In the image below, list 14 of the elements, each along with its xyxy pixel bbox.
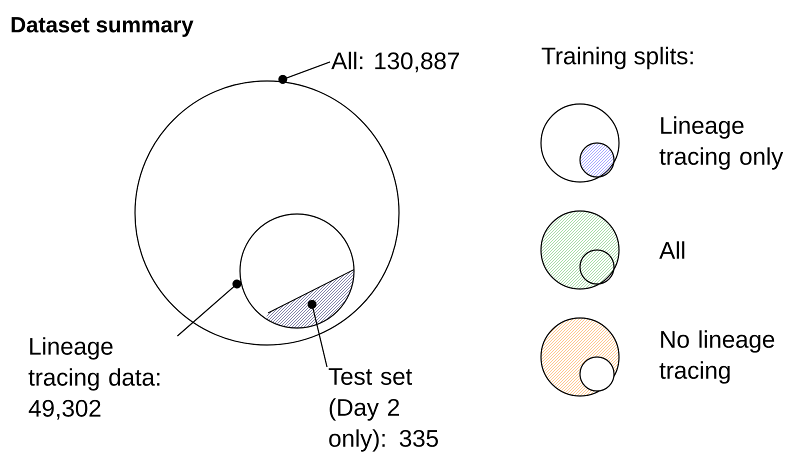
title: Dataset summary [12, 17, 194, 37]
set-circle [239, 213, 355, 329]
legend-text: No lineage tracing [660, 330, 774, 384]
legend-heading: Training splits: [542, 46, 693, 70]
callout-text: Lineage tracing data: 49,302 [28, 337, 160, 420]
leader-line [177, 279, 242, 336]
leader-line [308, 300, 328, 368]
hatched-segment [268, 268, 354, 314]
callout-text: Test set (Day 2 only): 335 [328, 368, 438, 452]
set-circle [134, 80, 400, 346]
legend-text: Lineage tracing only [660, 116, 784, 170]
callout-text: All: 130,887 [331, 52, 459, 72]
legend-text: All [659, 241, 684, 259]
leader-line [278, 61, 330, 84]
